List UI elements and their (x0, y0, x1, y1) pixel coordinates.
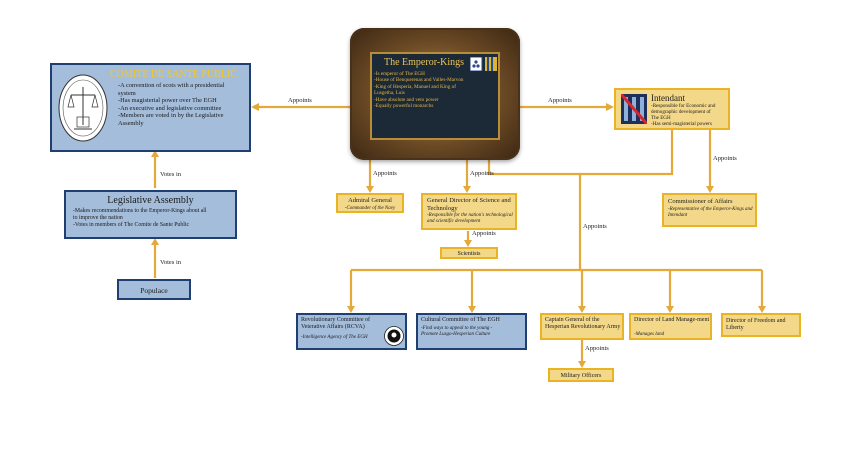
arrowhead-rcva (347, 306, 355, 313)
rcva-title: Revolutionary Committee of Veterative Af… (301, 317, 370, 330)
arrowhead-officers (578, 361, 586, 368)
admiral-box: Admiral General -Commander of the Navy (336, 193, 404, 213)
captain-title: Captain General of the Hesperian Revolut… (545, 317, 621, 330)
freedom-box: Director of Freedom and Liberty (721, 313, 801, 337)
populace-title: Populace (140, 286, 168, 295)
arrowhead-science (463, 186, 471, 193)
emperor-line: Lusgetha, Luis (374, 90, 405, 97)
label-appoints-trunk: Appoints (583, 223, 607, 230)
label-votes-in-legislative: Votes in (160, 259, 182, 266)
arrowhead-comite (251, 103, 259, 111)
comite-seal-icon (58, 74, 108, 142)
arrowhead-commissioner (706, 186, 714, 193)
rcva-box: Revolutionary Committee of Veterative Af… (296, 313, 407, 350)
comite-box: COMITE DE SANTE PUBLIC -A convention of … (50, 63, 251, 152)
arrowhead-intendant (606, 103, 614, 111)
science-title: General Director of Science and Technolo… (427, 197, 511, 212)
comite-line: -A convention of scots with a presidenti… (118, 82, 225, 89)
legislative-description: -Makes recommendations to the Emperor-Ki… (73, 208, 235, 229)
emperor-line: -House of Benquerenas and Valles-Marvon (374, 77, 464, 84)
comite-description: -A convention of scots with a presidenti… (118, 82, 250, 128)
label-votes-in-comite: Votes in (160, 171, 182, 178)
comite-line: -Has magisterial power over The EGH (118, 97, 217, 105)
comite-line: system (118, 89, 136, 97)
land-title: Director of Land Manage-ment (634, 317, 710, 323)
commissioner-title: Commissioner of Affairs (668, 198, 733, 205)
comite-line: -Members are voted in by the Legislative (118, 112, 224, 120)
legislative-line: -Votes in members of The Comite de Sante… (73, 222, 190, 228)
rcva-seal-icon (384, 326, 404, 346)
comite-title: COMITE DE SANTE PUBLIC (110, 69, 237, 80)
land-box: Director of Land Manage-ment -Manages la… (629, 313, 712, 340)
scientists-box: Scientists (440, 247, 498, 259)
admiral-title: Admiral General (348, 197, 392, 204)
rcva-description: -Intelligence Agency of The EGH (301, 335, 368, 340)
arrowhead-freedom (758, 306, 766, 313)
label-appoints-commissioner: Appoints (713, 155, 737, 162)
emperor-description: -Is emperor of The EGH -House of Benquer… (374, 71, 496, 109)
land-description: -Manages land (634, 332, 665, 337)
legislative-box: Legislative Assembly -Makes recommendati… (64, 190, 237, 239)
intendant-box: Intendant -Responsible for Economic and … (614, 88, 730, 130)
cultural-title: Cultural Committee of The EGH (421, 317, 500, 323)
label-appoints-admiral: Appoints (373, 170, 397, 177)
commissioner-description: -Representative of the Emperor-Kings and… (668, 207, 753, 218)
arrowhead-admiral (366, 186, 374, 193)
officers-box: Military Officers (548, 368, 614, 382)
intendant-line: -Has semi-magisterial powers (651, 121, 712, 127)
emperor-title: The Emperor-Kings (384, 57, 465, 68)
emperor-line: -Is emperor of The EGH (374, 71, 425, 77)
intendant-description: -Responsible for Economic and demographi… (651, 103, 731, 127)
label-appoints-comite: Appoints (288, 97, 312, 104)
comite-line: -An executive and legislative committee (118, 104, 222, 112)
label-appoints-science: Appoints (470, 170, 494, 177)
intendant-line: demographic development of (651, 109, 711, 115)
arrowhead-comite-up (151, 150, 159, 157)
arrowhead-land (666, 306, 674, 313)
emperor-line: -King of Hesperia, Manuel and King of (374, 83, 456, 90)
arrowhead-captain (578, 306, 586, 313)
commissioner-box: Commissioner of Affairs -Representative … (662, 193, 757, 227)
legislative-title: Legislative Assembly (107, 195, 194, 206)
label-appoints-scientists: Appoints (472, 230, 496, 237)
emperor-line: -Equally powerful monarchs (374, 103, 434, 110)
arrowhead-legislative (151, 238, 159, 245)
intendant-line: The EGH (651, 115, 671, 121)
legislative-line: to improve the nation (73, 215, 123, 221)
officers-title: Military Officers (560, 373, 602, 379)
cultural-box: Cultural Committee of The EGH -Find ways… (416, 313, 527, 350)
freedom-title: Director of Freedom and Liberty (726, 318, 786, 331)
intendant-emblem-icon (621, 94, 647, 124)
arrowhead-scientists (464, 240, 472, 247)
emperor-line: -Have absolute and veto power (374, 96, 439, 103)
intendant-title: Intendant (651, 93, 685, 103)
arrowhead-cultural (468, 306, 476, 313)
comite-line: Assembly (118, 119, 144, 127)
science-description: -Responsible for the nation's technologi… (427, 213, 513, 224)
captain-box: Captain General of the Hesperian Revolut… (540, 313, 624, 340)
label-appoints-intendant: Appoints (548, 97, 572, 104)
emperor-crest-icon (470, 57, 497, 71)
cultural-description: -Find ways to appeal to the young -Promo… (421, 326, 493, 337)
scientists-title: Scientists (457, 251, 481, 257)
intendant-line: -Responsible for Economic and (651, 103, 716, 109)
populace-box: Populace (117, 279, 191, 300)
legislative-line: -Makes recommendations to the Emperor-Ki… (73, 208, 207, 214)
label-appoints-officers: Appoints (585, 345, 609, 352)
science-box: General Director of Science and Technolo… (421, 193, 517, 230)
admiral-description: -Commander of the Navy (344, 206, 396, 211)
